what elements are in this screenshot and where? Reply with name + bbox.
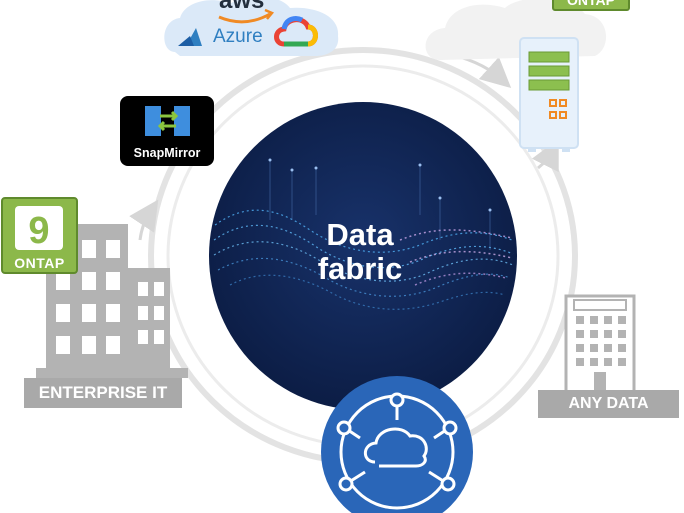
google-cloud-icon — [274, 16, 318, 47]
data-fabric-core — [209, 102, 517, 410]
aws-smile-icon — [218, 12, 271, 24]
snapmirror-label: SnapMirror — [133, 146, 201, 160]
title-line-1: Data — [326, 217, 394, 252]
cloud-hub — [321, 376, 473, 513]
server-icon — [519, 37, 579, 152]
particle-wave — [213, 209, 514, 310]
ontap-cloud-label: ONTAP — [567, 0, 615, 8]
ontap-version-number: 9 — [28, 210, 49, 252]
any-data-label: ANY DATA — [538, 390, 679, 418]
azure-label: Azure — [213, 26, 263, 47]
aws-label: aws — [219, 0, 265, 14]
public-cloud-providers — [164, 0, 339, 56]
ontap-badge-label: ONTAP — [14, 255, 65, 271]
ontap-9-badge: 9 — [1, 197, 78, 274]
data-fabric-title: Data fabric — [262, 218, 458, 286]
any-data-building — [564, 294, 636, 394]
snapmirror-tile — [120, 96, 214, 166]
enterprise-it-label: ENTERPRISE IT — [24, 378, 182, 408]
title-line-2: fabric — [317, 251, 403, 286]
